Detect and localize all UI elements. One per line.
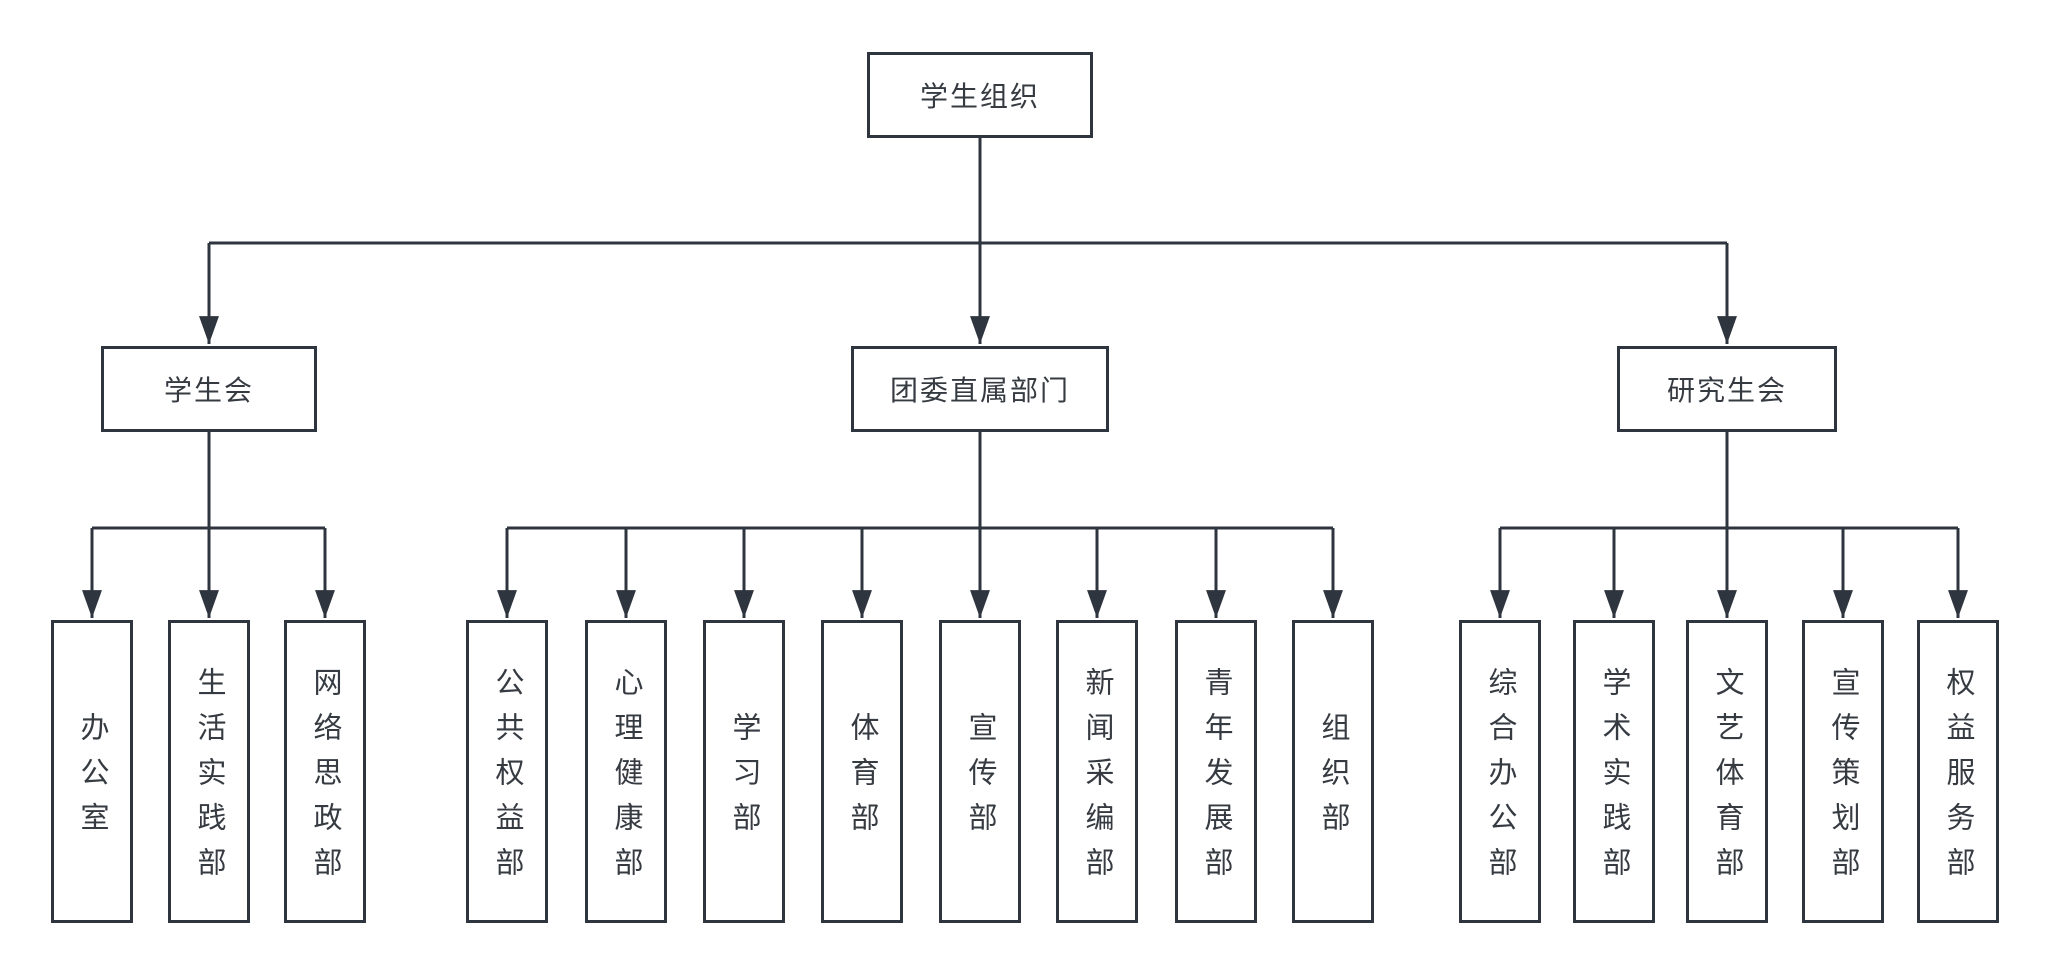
- org-node-label: 网络思政部: [309, 667, 341, 892]
- org-node-label: 权益服务部: [1942, 667, 1974, 892]
- org-node-label: 团委直属部门: [889, 375, 1070, 406]
- org-node-label: 学习部: [728, 712, 760, 847]
- org-node-office: 办公室: [51, 620, 133, 923]
- org-node-network-ideology-dept: 网络思政部: [284, 620, 366, 923]
- org-node-label: 组织部: [1317, 712, 1349, 847]
- org-node-organization-dept: 组织部: [1292, 620, 1374, 923]
- org-node-youth-development-dept: 青年发展部: [1175, 620, 1257, 923]
- org-node-mental-health-dept: 心理健康部: [585, 620, 667, 923]
- org-node-graduate-student-union: 研究生会: [1617, 346, 1837, 432]
- org-node-public-rights-dept: 公共权益部: [466, 620, 548, 923]
- org-node-label: 办公室: [76, 712, 108, 847]
- org-node-student-organization: 学生组织: [867, 52, 1093, 138]
- org-node-study-dept: 学习部: [703, 620, 785, 923]
- org-node-label: 体育部: [846, 712, 878, 847]
- org-node-label: 宣传策划部: [1827, 667, 1859, 892]
- org-node-general-office-dept: 综合办公部: [1459, 620, 1541, 923]
- org-node-label: 学生会: [163, 375, 254, 406]
- org-node-student-union: 学生会: [101, 346, 317, 432]
- org-node-rights-service-dept: 权益服务部: [1917, 620, 1999, 923]
- org-node-label: 青年发展部: [1200, 667, 1232, 892]
- org-node-academic-practice-dept: 学术实践部: [1573, 620, 1655, 923]
- org-node-label: 研究生会: [1666, 375, 1787, 406]
- org-node-label: 文艺体育部: [1711, 667, 1743, 892]
- org-node-arts-sports-dept: 文艺体育部: [1686, 620, 1768, 923]
- org-node-label: 宣传部: [964, 712, 996, 847]
- org-node-label: 学术实践部: [1598, 667, 1630, 892]
- org-node-publicity-dept: 宣传部: [939, 620, 1021, 923]
- org-node-label: 心理健康部: [610, 667, 642, 892]
- org-node-label: 学生组织: [919, 81, 1040, 112]
- org-node-sports-dept: 体育部: [821, 620, 903, 923]
- org-node-news-editing-dept: 新闻采编部: [1056, 620, 1138, 923]
- org-node-label: 公共权益部: [491, 667, 523, 892]
- org-node-league-committee-departments: 团委直属部门: [851, 346, 1109, 432]
- org-node-label: 综合办公部: [1484, 667, 1516, 892]
- org-node-label: 生活实践部: [193, 667, 225, 892]
- org-node-label: 新闻采编部: [1081, 667, 1113, 892]
- org-node-life-practice-dept: 生活实践部: [168, 620, 250, 923]
- org-node-publicity-planning-dept: 宣传策划部: [1802, 620, 1884, 923]
